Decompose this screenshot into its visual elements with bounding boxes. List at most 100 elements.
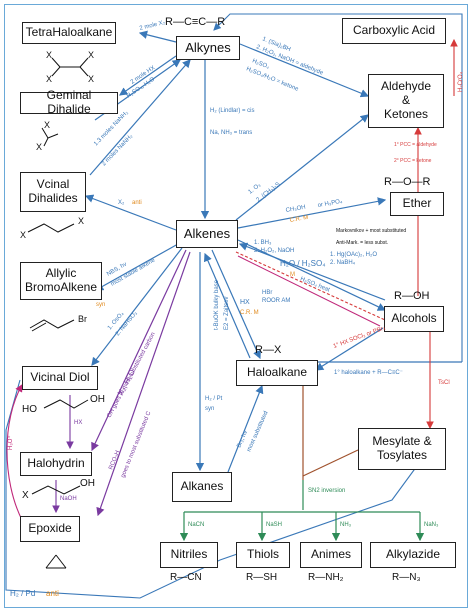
label-azide-reagent: NaN₃ <box>424 522 439 528</box>
node-label: Geminal Dihalide <box>46 88 92 116</box>
alcohol-structure-text: R—OH <box>394 290 430 302</box>
arrow-alkene-to-ald <box>235 114 369 221</box>
label-alkene-to-epoxide2: goes to most substituted C <box>120 410 152 479</box>
node-label: TetraHaloalkane <box>25 25 113 40</box>
label-alkyne-to-alkane: H₂ / Pd <box>10 589 35 598</box>
label-alkene-to-alc6: 2. NaBH₄ <box>330 260 356 266</box>
vic-structure <box>27 223 75 233</box>
gem-structure <box>41 127 59 147</box>
node-halohydrin: Halohydrin <box>20 452 92 476</box>
label-alkene-to-alc1: 1. BH₃ <box>254 240 272 246</box>
arrow-alkyne-to-gem <box>119 55 177 96</box>
node-label: Epoxide <box>28 521 72 536</box>
diol-ho: HO <box>22 404 37 415</box>
label-diol-to-halohydrin: HX <box>74 420 82 426</box>
node-label: Nitriles <box>170 547 208 562</box>
nitrile-structure: R—CN <box>170 572 202 583</box>
arrow-alkene-to-diol <box>91 247 183 366</box>
vic-x1: X <box>20 230 27 240</box>
label-alkene-to-haloalkane3: HBr <box>262 290 272 296</box>
label-alkene-to-halohydrin2: OH goes to most substituted carbon <box>106 332 156 419</box>
node-allylic-bromoalkene: Allylic BromoAlkene <box>20 262 102 300</box>
node-vicinal-diol: Vicinal Diol <box>22 366 98 390</box>
label-alc-to-ald-note1: 1° PCC = aldehyde <box>394 142 437 148</box>
label-ald-to-carboxylic: H₂CrO₄ <box>458 71 464 92</box>
label-alkene-to-haloalkane2: C.R. M <box>240 310 259 316</box>
label-nitrile-reagent: NaCN <box>188 522 204 528</box>
label-alkyne-to-alkane-note: anti <box>46 589 59 598</box>
ether-structure-text: R—O—R <box>384 176 431 188</box>
label-haloalkane-to-alkene1: t-BuOK bulky base <box>214 279 220 330</box>
label-alkene-to-ether3: C.R. M <box>289 215 308 224</box>
node-carboxylic-acid: Carboxylic Acid <box>342 18 446 44</box>
node-alkylazide: Alkylazide <box>370 542 456 568</box>
node-label: Animes <box>310 547 351 562</box>
label-ether-note2: Anti-Mark. = less subst. <box>336 240 388 246</box>
epoxide-structure <box>45 554 67 569</box>
allylic-structure <box>29 319 75 332</box>
amine-structure: R—NH₂ <box>308 572 344 583</box>
label-alkene-to-ald1: 1. O₃ <box>248 182 263 196</box>
haloalkane-structure-text: R—X <box>255 344 282 356</box>
node-label: Carboxylic Acid <box>352 23 436 38</box>
label-thiol-reagent: NaSH <box>266 522 282 528</box>
label-amine-reagent: NH₃ <box>340 522 352 528</box>
arrow-alkyne-to-ald <box>239 43 370 98</box>
allylic-br: Br <box>78 314 87 324</box>
node-label: Haloalkane <box>246 365 308 380</box>
label-alkene-to-diol-note: syn <box>96 302 105 308</box>
arrow-outer-return <box>213 13 463 362</box>
arrow-alkene-to-haloalkane <box>211 249 261 360</box>
node-label: Allylic BromoAlkene <box>24 266 98 294</box>
node-label: Vicinal Diol <box>30 370 90 385</box>
label-alkene-to-ether1: CH₃OH <box>285 205 306 214</box>
label-alkane-to-haloalkane2: most substituted <box>246 410 269 452</box>
node-mesylate-tosylates: Mesylate & Tosylates <box>358 428 446 470</box>
label-alc-to-haloalkane1: 1° HX <box>333 339 350 350</box>
node-tetrahaloalkane: TetraHaloalkane <box>22 22 116 44</box>
gem-x1: X <box>44 120 51 130</box>
node-ether: Ether <box>390 192 444 216</box>
arrow-alkene-to-epoxide <box>96 251 191 517</box>
node-label: Mesylate & Tosylates <box>372 434 432 462</box>
halohydrin-oh: OH <box>80 478 95 489</box>
arrow-alkene-to-allylic <box>94 243 179 291</box>
node-alkynes: Alkynes <box>176 36 240 60</box>
node-epoxide: Epoxide <box>20 516 80 542</box>
diol-structure <box>43 399 89 409</box>
arrow-mesylate-link <box>302 449 359 477</box>
label-alkene-to-haloalkane1: HX <box>240 299 250 306</box>
arrow-epoxide-to-diol <box>6 384 23 521</box>
halohydrin-x: X <box>22 490 29 501</box>
label-alkene-to-haloalkane4: ROOR AM <box>262 298 290 304</box>
node-alcohols: Alcohols <box>384 306 444 332</box>
arrow-alkene-to-alc <box>237 239 387 311</box>
node-label: Thiols <box>246 547 279 562</box>
node-label: Alkylazide <box>385 547 441 562</box>
label-alkyne-to-ald4: H₂SO₄/H₂O = ketone <box>245 66 299 93</box>
node-haloalkane: Haloalkane <box>236 360 318 386</box>
vic-x2: X <box>78 216 85 226</box>
node-label: Alcohols <box>391 311 437 326</box>
label-alkyne-to-alkene2: Na, NH₃ = trans <box>210 130 252 136</box>
label-epoxide-to-diol: H₃O⁺ <box>7 435 14 450</box>
label-sn2: SN2 inversion <box>308 488 345 494</box>
node-label: Ether <box>402 196 432 211</box>
node-geminal-dihalide: Geminal Dihalide <box>20 88 118 116</box>
tetrahalo-structure <box>51 57 89 77</box>
gem-x2: X <box>36 142 43 152</box>
page-border <box>4 4 468 608</box>
label-alkene-to-vic-note: anti <box>132 200 142 206</box>
arrow-alkene-to-alc-magenta <box>237 255 381 327</box>
node-label: Alkynes <box>185 39 231 55</box>
label-alkene-to-ether2: or H₃PO₄ <box>317 199 343 209</box>
diol-oh: OH <box>90 394 105 405</box>
node-nitriles: Nitriles <box>160 542 218 568</box>
tetrahalo-x4: X <box>88 74 95 84</box>
label-halohydrin-to-epoxide: NaOH <box>60 496 77 502</box>
arrow-alkene-to-alc-red <box>235 251 386 321</box>
node-thiols: Thiols <box>236 542 290 568</box>
halohydrin-structure <box>31 485 81 495</box>
